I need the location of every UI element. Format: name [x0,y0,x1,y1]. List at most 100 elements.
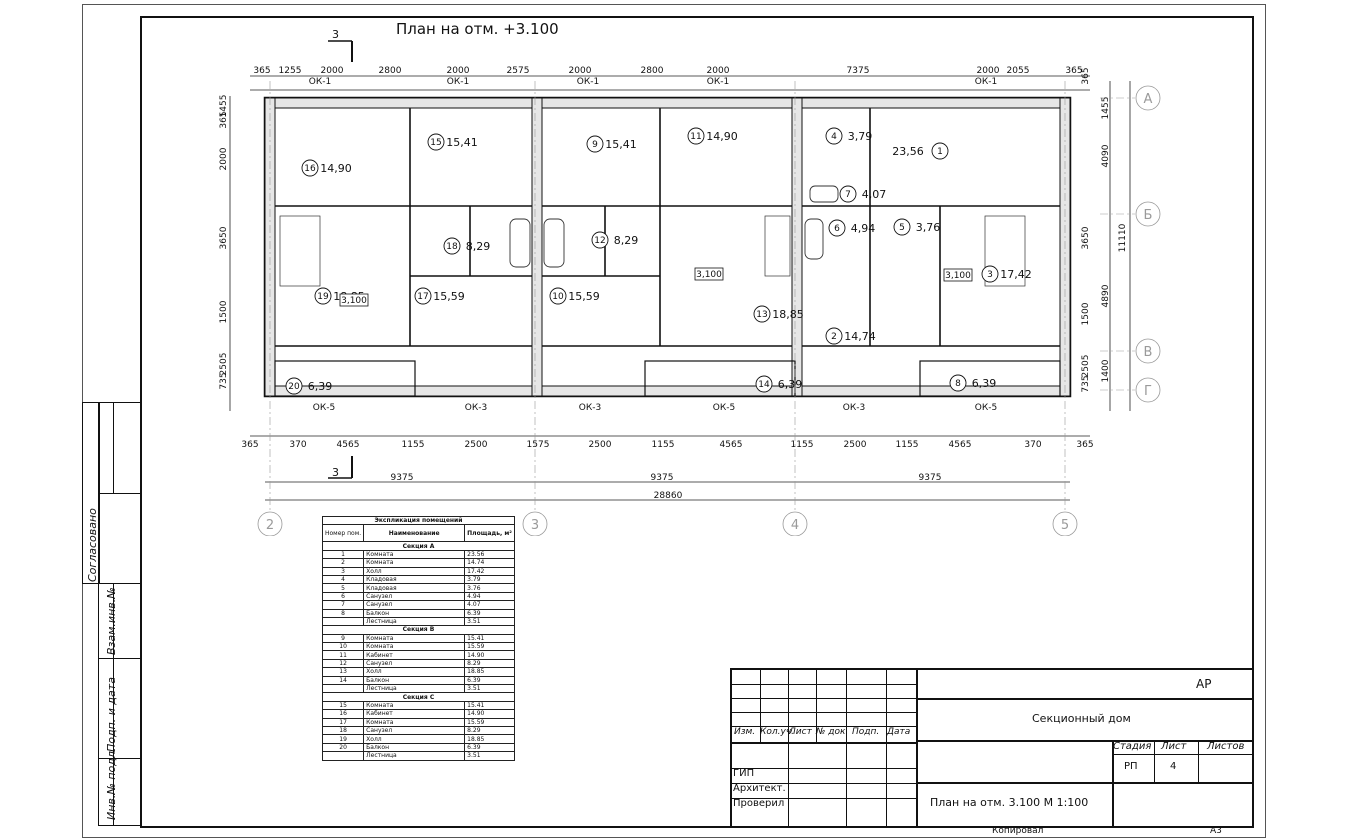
stamp-sheet-number: 4 [1170,761,1177,772]
grid-axis-y-2: В [1144,345,1153,360]
stamp-col-podp: Подп. [852,727,880,737]
level-mark-1: 3,100 [696,270,722,280]
agreed-label: Согласовано [86,508,99,582]
inv-orig-label: Инв.№ подл. [105,747,118,820]
room-area-16: 14,90 [320,162,352,175]
window-label-4: ОК-1 [975,77,997,87]
sheet-inner-frame [140,16,1254,828]
window-label-10: ОК-5 [975,403,997,413]
dim-top-8: 2000 [707,66,730,76]
expl-cell-num: 12 [321,658,365,669]
expl-cell-num: 17 [321,717,365,728]
expl-cell-area: 6.39 [464,608,515,618]
dim-bottom-12: 4565 [949,440,972,450]
expl-cell-num [321,751,365,761]
room-area-5: 3,76 [916,221,941,234]
room-marker-7 [839,185,857,203]
expl-section-0: Секция А [322,541,515,551]
dim-axis-0: 9375 [391,473,414,483]
expl-cell-area: 18.85 [464,667,515,677]
stamp-code: АР [1196,677,1212,691]
stamp-object: Секционный дом [1032,712,1131,725]
room-marker-4 [825,127,843,145]
stamp-stage-head: Стадия [1113,741,1152,752]
expl-cell-num: 14 [321,675,365,686]
dim-right-0: 365 [1081,67,1091,84]
room-area-1: 23,56 [892,145,924,158]
dim-axis-2: 9375 [919,473,942,483]
dim-bottom-3: 1155 [402,440,425,450]
room-marker-20 [285,377,303,395]
expl-cell-num: 13 [321,667,365,677]
room-marker-5 [893,218,911,236]
grid-axis-lines [269,81,1135,516]
level-box-2 [943,268,973,282]
stairs [279,215,1026,287]
sign-date-label: Подп. и дата [105,677,118,752]
dim-left-2: 2000 [219,147,229,170]
window-label-0: ОК-1 [309,77,331,87]
expl-cell-name: Балкон [363,742,466,753]
expl-cell-name: Холл [363,734,466,744]
room-area-10: 15,59 [568,290,600,303]
expl-cell-name: Санузел [363,591,466,602]
room-number-19: 19 [317,292,329,302]
side-stamp [98,402,141,826]
room-number-7: 7 [845,190,851,200]
expl-cell-name: Балкон [363,608,466,618]
window-label-1: ОК-1 [447,77,469,87]
section-mark-top: 3 [328,28,353,62]
room-number-11: 11 [690,132,701,142]
grid-axis-x-2: 2 [266,518,274,533]
stamp-sheet-title: План на отм. 3.100 М 1:100 [930,796,1089,809]
expl-cell-area: 4.94 [464,591,515,602]
dim-bottom-6: 2500 [589,440,612,450]
expl-cell-name: Комната [363,549,466,560]
exterior-walls [263,96,1072,398]
expl-cell-area: 17.42 [464,566,515,576]
room-marker-10 [549,287,567,305]
level-mark-2: 3,100 [945,271,971,281]
dim-top-10: 2000 [977,66,1000,76]
expl-cell-area: 4.07 [464,600,515,610]
expl-cell-num: 11 [321,650,365,660]
drawing-title: План на отм. +3.100 [396,20,559,38]
room-number-13: 13 [756,310,767,320]
room-number-9: 9 [592,140,598,150]
room-marker-12 [591,231,609,249]
level-box-0 [339,293,369,307]
dim-top-3: 2800 [379,66,402,76]
room-number-6: 6 [834,224,840,234]
dim-right-2: 4090 [1101,144,1111,167]
room-area-6: 4,94 [851,222,876,235]
dim-top-7: 2800 [641,66,664,76]
room-number-5: 5 [899,223,905,233]
room-area-11: 14,90 [706,130,738,143]
grid-axis-x-4: 4 [791,518,799,533]
expl-cell-num: 4 [321,574,365,585]
expl-cell-num: 7 [321,600,365,610]
expl-cell-num: 2 [321,558,365,568]
dim-bottom-14: 365 [1076,440,1093,450]
room-marker-3 [981,265,999,283]
expl-head-num: Номер пом. [321,524,365,543]
expl-cell-area: 3.51 [464,751,515,761]
dim-right-7: 1400 [1101,359,1111,382]
room-number-17: 17 [417,292,428,302]
wall-infill [264,97,1071,397]
expl-cell-num: 6 [321,591,365,602]
expl-cell-area: 15.41 [464,633,515,644]
expl-cell-name: Комната [363,717,466,728]
dim-left-0: 1455 [219,95,229,118]
room-number-4: 4 [831,132,837,142]
expl-cell-area: 3.51 [464,684,515,694]
expl-cell-name: Лестница [363,684,466,694]
stamp-role-arch: Архитект. [733,783,786,794]
grid-axis-x-3: 3 [531,518,539,533]
room-marker-18 [443,237,461,255]
